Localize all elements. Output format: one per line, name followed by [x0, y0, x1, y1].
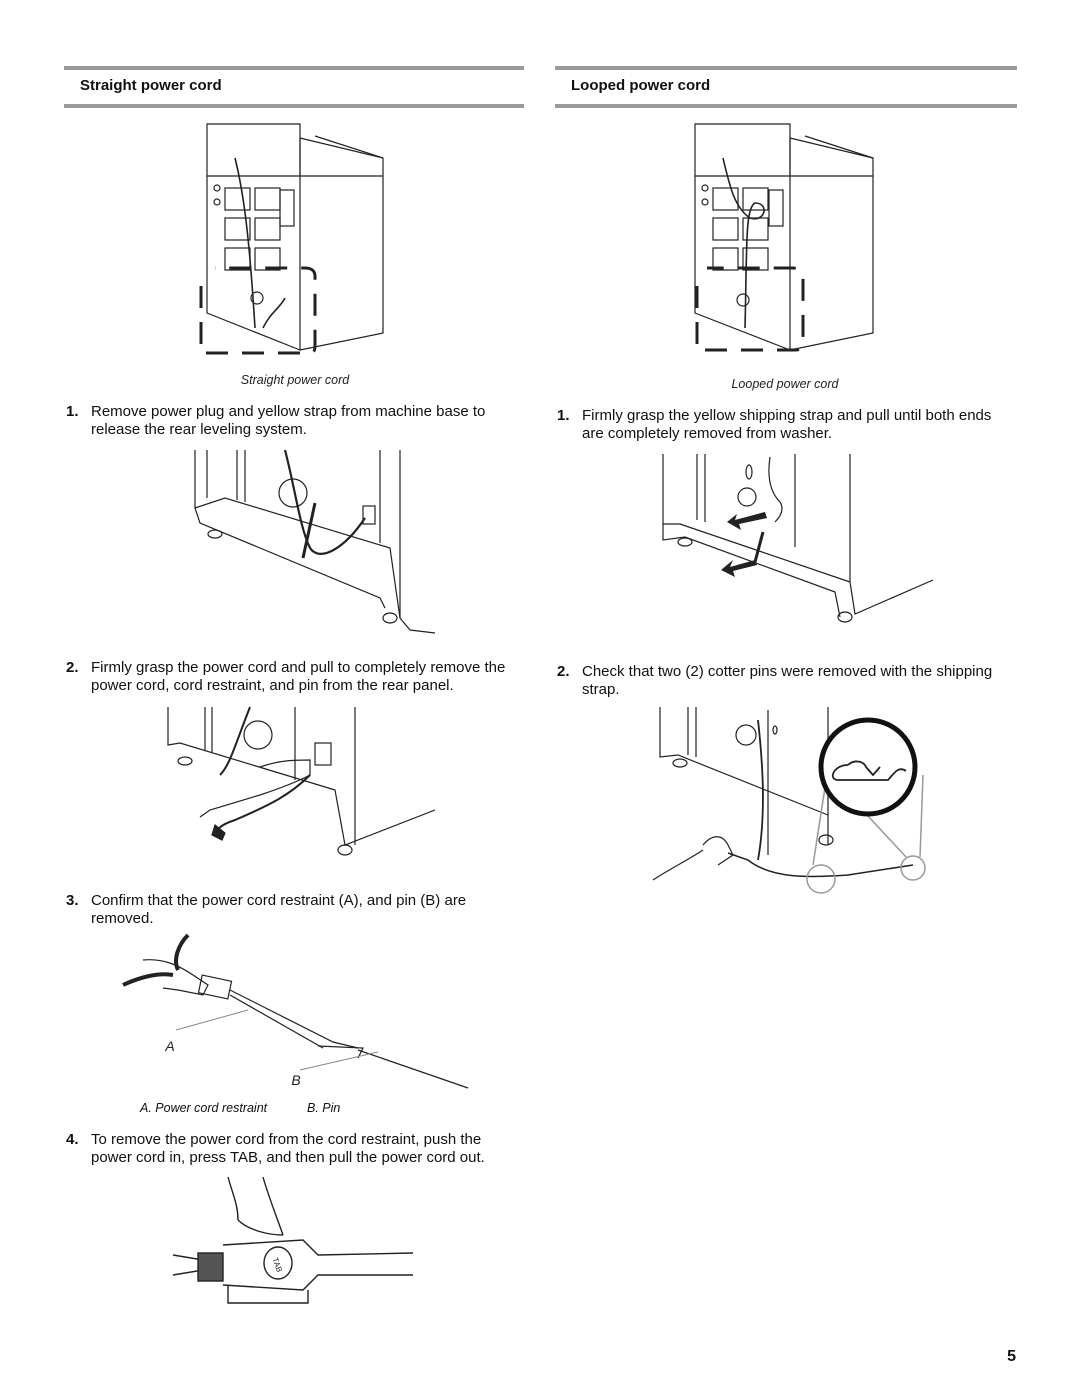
- step-4-left: 4. To remove the power cord from the cor…: [66, 1131, 526, 1171]
- restraint-and-pin-illustration: [118, 930, 473, 1090]
- step-3-left: 3. Confirm that the power cord restraint…: [66, 892, 526, 932]
- pull-shipping-strap-illustration: [655, 452, 935, 630]
- step-number: 1.: [66, 403, 79, 420]
- step-number: 2.: [66, 659, 79, 676]
- callout-a: A: [165, 1038, 175, 1054]
- plug-and-strap-illustration: [185, 448, 440, 638]
- step-2-left: 2. Firmly grasp the power cord and pull …: [66, 659, 526, 699]
- callout-b: B: [291, 1072, 301, 1088]
- section-title: Straight power cord: [80, 77, 222, 94]
- step-number: 4.: [66, 1131, 79, 1148]
- step-text: Confirm that the power cord restraint (A…: [91, 892, 467, 927]
- step-1-left: 1. Remove power plug and yellow strap fr…: [66, 403, 526, 443]
- washer-rear-straight-illustration: [195, 118, 395, 363]
- step-text: To remove the power cord from the cord r…: [91, 1131, 485, 1166]
- step-2-right: 2. Check that two (2) cotter pins were r…: [557, 663, 1017, 703]
- legend-a: A. Power cord restraint: [140, 1101, 268, 1115]
- section-header-looped: Looped power cord: [555, 66, 1017, 108]
- legend-b: B. Pin: [307, 1101, 341, 1115]
- step-1-right: 1. Firmly grasp the yellow shipping stra…: [557, 407, 1017, 447]
- section-header-straight: Straight power cord: [64, 66, 524, 108]
- page-number: 5: [1007, 1348, 1016, 1365]
- press-tab-illustration: TAB: [168, 1175, 418, 1315]
- figure-caption: Straight power cord: [240, 373, 350, 387]
- washer-rear-looped-illustration: [685, 118, 885, 363]
- step-text: Firmly grasp the yellow shipping strap a…: [582, 407, 992, 442]
- section-title: Looped power cord: [571, 77, 711, 94]
- step-text: Check that two (2) cotter pins were remo…: [582, 663, 993, 698]
- tab-label: TAB: [270, 1256, 284, 1273]
- cotter-pin-check-illustration: [648, 705, 928, 900]
- pull-power-cord-illustration: [160, 705, 435, 865]
- step-number: 3.: [66, 892, 79, 909]
- step-number: 1.: [557, 407, 570, 424]
- step-number: 2.: [557, 663, 570, 680]
- figure-caption: Looped power cord: [731, 377, 839, 391]
- step-text: Firmly grasp the power cord and pull to …: [91, 659, 506, 694]
- step-text: Remove power plug and yellow strap from …: [91, 403, 486, 438]
